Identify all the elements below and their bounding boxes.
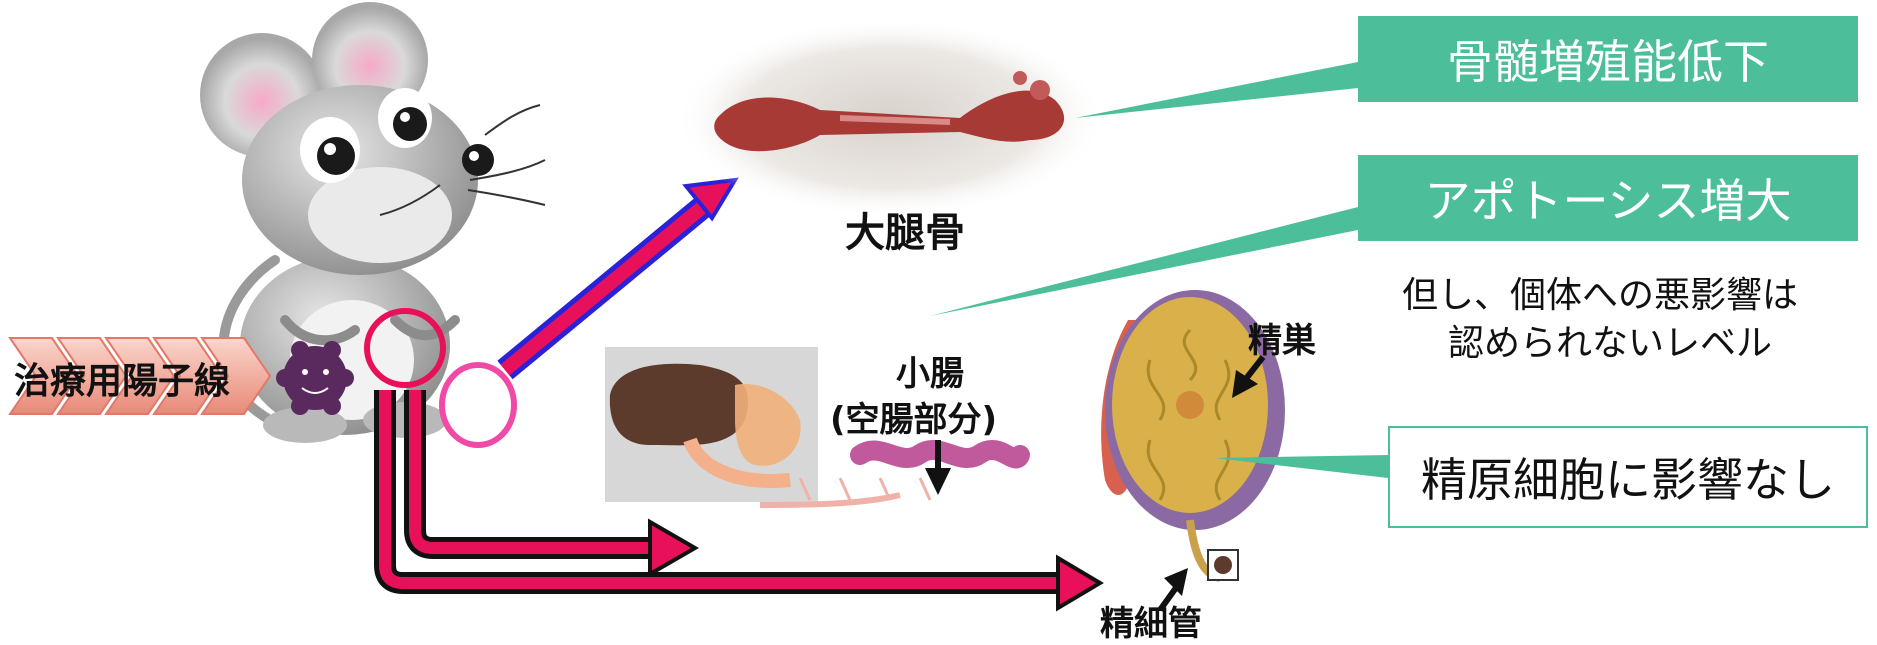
- finding-spermatogonia: 精原細胞に影響なし: [1388, 426, 1868, 528]
- callout-wedge-apoptosis: [930, 207, 1358, 316]
- callout-wedge-bone-marrow: [1075, 62, 1358, 118]
- arrow-to-femur: [505, 180, 735, 370]
- jejunum-label: (空腸部分): [830, 392, 997, 441]
- femur-bone-icon: [675, 18, 1105, 218]
- small-intestine-label: 小腸: [896, 346, 964, 395]
- note-line-1: 但し、個体への悪影響は: [1402, 266, 1798, 318]
- treatment-beam-label: 治療用陽子線: [14, 352, 230, 404]
- testis-label: 精巣: [1248, 313, 1316, 362]
- target-ring-leg: [442, 365, 514, 445]
- finding-apoptosis: アポトーシス増大: [1358, 155, 1858, 241]
- seminiferous-tubule-label: 精細管: [1100, 596, 1202, 645]
- note-line-2: 認められないレベル: [1448, 314, 1772, 366]
- finding-bone-marrow: 骨髄増殖能低下: [1358, 16, 1858, 102]
- femur-label: 大腿骨: [845, 200, 965, 258]
